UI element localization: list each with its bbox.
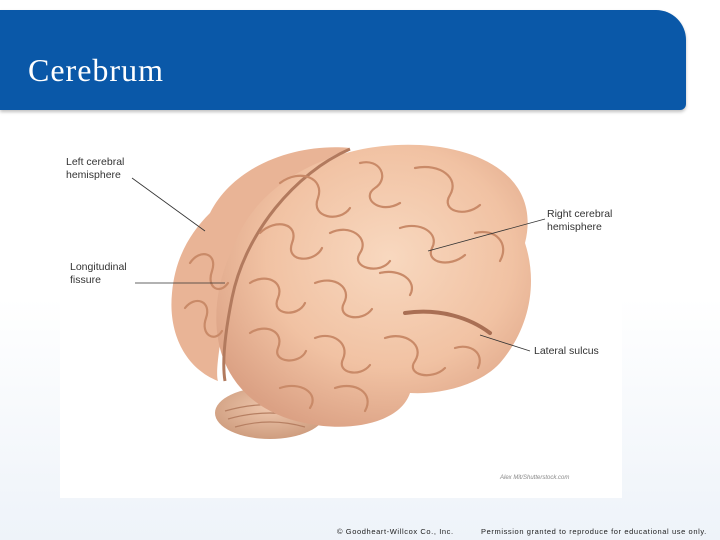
label-left-cerebral-hemisphere: Left cerebral hemisphere bbox=[66, 156, 125, 181]
footer-copyright: © Goodheart-Willcox Co., Inc. bbox=[337, 527, 454, 536]
brain-figure: Left cerebral hemisphere Longitudinal fi… bbox=[60, 123, 622, 498]
lateral-sulcus-line bbox=[403, 309, 492, 335]
longitudinal-fissure-line bbox=[222, 147, 351, 382]
right-hemisphere-shape bbox=[216, 144, 532, 427]
brain-illustration bbox=[131, 144, 546, 439]
image-credit-watermark: Alex Mit/Shutterstock.com bbox=[500, 475, 570, 481]
title-bar: Cerebrum bbox=[0, 10, 686, 110]
label-lateral-sulcus: Lateral sulcus bbox=[534, 345, 599, 357]
footer-permission: Permission granted to reproduce for educ… bbox=[481, 527, 707, 536]
label-longitudinal-fissure: Longitudinal fissure bbox=[70, 261, 127, 286]
leader-lines bbox=[131, 177, 546, 352]
slide-title: Cerebrum bbox=[28, 52, 164, 88]
gyri-folds bbox=[183, 161, 505, 413]
left-hemisphere-shape bbox=[171, 147, 350, 381]
label-right-cerebral-hemisphere: Right cerebral hemisphere bbox=[547, 208, 613, 233]
